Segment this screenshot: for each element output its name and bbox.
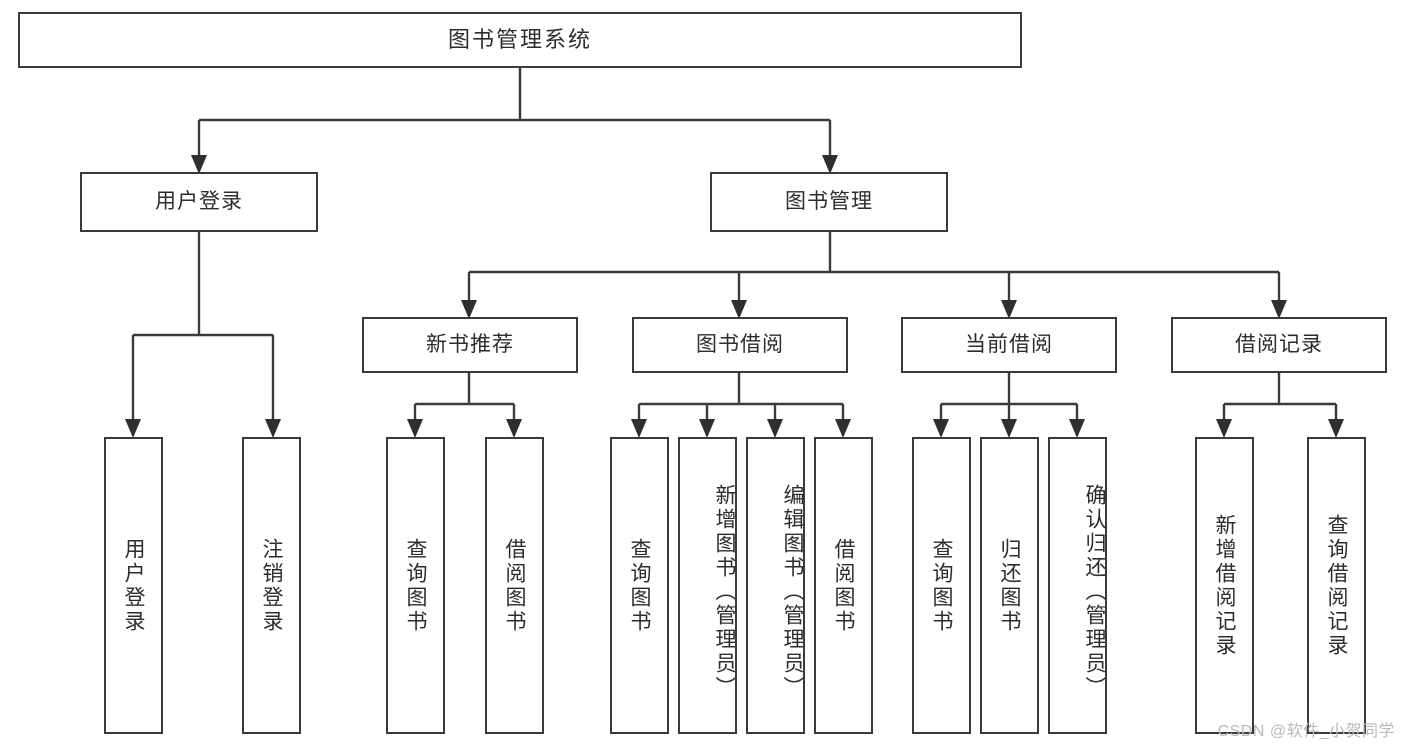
- arrow-head-leaf-borrow-book-2: [835, 419, 851, 438]
- node-user-login[interactable]: 用户登录: [80, 172, 318, 232]
- arrow-head-leaf-query-book-2: [631, 419, 647, 438]
- arrow-head-leaf-query-book-1: [407, 419, 423, 438]
- arrow-head-leaf-edit-book: [767, 419, 783, 438]
- node-book-borrow[interactable]: 图书借阅: [632, 317, 848, 373]
- leaf-node-query-book-3[interactable]: 查询图书: [912, 437, 971, 734]
- node-current-borrow[interactable]: 当前借阅: [901, 317, 1117, 373]
- arrow-head-borrow-record: [1271, 300, 1287, 319]
- node-root-system[interactable]: 图书管理系统: [18, 12, 1022, 68]
- arrow-head-user-login: [191, 155, 207, 174]
- leaf-node-add-record[interactable]: 新增借阅记录: [1195, 437, 1254, 734]
- arrow-head-leaf-logout: [265, 419, 281, 438]
- arrow-head-new-book-recommend: [461, 300, 477, 319]
- arrow-head-leaf-query-record: [1328, 419, 1344, 438]
- node-borrow-record[interactable]: 借阅记录: [1171, 317, 1387, 373]
- leaf-node-borrow-book-1[interactable]: 借阅图书: [485, 437, 544, 734]
- arrow-head-book-borrow: [731, 300, 747, 319]
- arrow-head-leaf-add-record: [1216, 419, 1232, 438]
- node-new-book-recommend[interactable]: 新书推荐: [362, 317, 578, 373]
- arrow-head-leaf-add-book: [699, 419, 715, 438]
- leaf-node-confirm-return[interactable]: 确认归还（管理员）: [1048, 437, 1107, 734]
- arrow-head-leaf-confirm-return: [1069, 419, 1085, 438]
- leaf-node-query-book-2[interactable]: 查询图书: [610, 437, 669, 734]
- leaf-node-query-record[interactable]: 查询借阅记录: [1307, 437, 1366, 734]
- arrow-head-leaf-return-book: [1001, 419, 1017, 438]
- leaf-node-return-book[interactable]: 归还图书: [980, 437, 1039, 734]
- arrow-head-leaf-user-login: [125, 419, 141, 438]
- leaf-node-add-book[interactable]: 新增图书（管理员）: [678, 437, 737, 734]
- leaf-node-query-book-1[interactable]: 查询图书: [386, 437, 445, 734]
- arrow-head-leaf-borrow-book-1: [506, 419, 522, 438]
- leaf-node-edit-book[interactable]: 编辑图书（管理员）: [746, 437, 805, 734]
- leaf-node-borrow-book-2[interactable]: 借阅图书: [814, 437, 873, 734]
- arrow-head-current-borrow: [1001, 300, 1017, 319]
- arrow-head-leaf-query-book-3: [933, 419, 949, 438]
- arrow-head-book-manage: [822, 155, 838, 174]
- node-book-manage[interactable]: 图书管理: [710, 172, 948, 232]
- leaf-node-logout[interactable]: 注销登录: [242, 437, 301, 734]
- leaf-node-user-login[interactable]: 用户登录: [104, 437, 163, 734]
